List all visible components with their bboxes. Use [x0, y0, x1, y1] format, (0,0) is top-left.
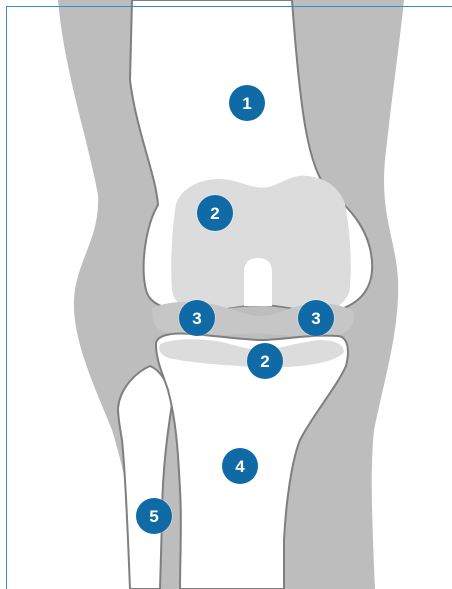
frame-border-line — [6, 6, 452, 589]
